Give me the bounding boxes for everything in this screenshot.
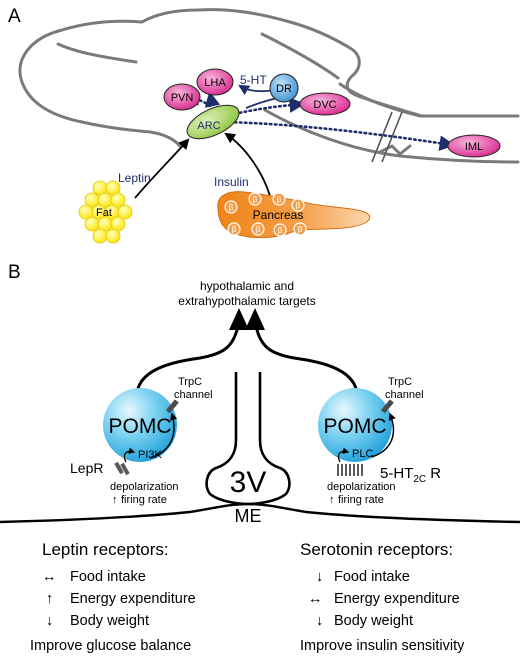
region-dr: DR <box>269 73 299 103</box>
break-marks <box>371 111 403 163</box>
pomc-right-label: POMC <box>324 415 387 438</box>
region-arc: ARC <box>186 104 240 140</box>
trpc-channel-right-icon <box>380 399 394 414</box>
effect-arrow: ↓ <box>316 613 323 629</box>
serotonin-receptor-label: 5-HT2C R <box>380 465 441 485</box>
region-pvn-label: PVN <box>171 92 194 104</box>
firing-up-arrow-right: ↑ <box>329 494 335 506</box>
region-dr-label: DR <box>276 83 292 95</box>
target-arrowheads <box>229 308 265 330</box>
firing-rate-right: firing rate <box>338 494 384 506</box>
serotonin-receptor-icon <box>337 464 363 476</box>
targets-line2: extrahypothalamic targets <box>178 294 315 308</box>
trpc-channel-left-icon <box>165 399 179 414</box>
median-eminence-label: ME <box>235 506 262 526</box>
beta-symbol: β <box>256 225 261 234</box>
insulin-arrow <box>224 132 271 197</box>
pomc-left-label: POMC <box>109 415 172 438</box>
trpc-right-line1: TrpC <box>388 376 412 388</box>
serotonin-conclusion: Improve insulin sensitivity <box>300 638 465 654</box>
beta-symbol: β <box>232 225 237 234</box>
firing-up-arrow-left: ↑ <box>112 494 118 506</box>
leptin-conclusion: Improve glucose balance <box>30 638 191 654</box>
pi3k-label: PI3K <box>138 449 163 461</box>
leptin-receptors-heading: Leptin receptors: <box>42 540 169 559</box>
beta-symbol: β <box>296 201 301 210</box>
axon-paths <box>135 319 359 394</box>
fat-label: Fat <box>96 207 112 219</box>
effect-arrow: ↑ <box>46 591 53 607</box>
ventricle-label: 3V <box>230 466 267 499</box>
beta-symbol: β <box>298 225 303 234</box>
effect-arrow: ↔ <box>308 591 323 607</box>
effect-text: Food intake <box>334 569 410 585</box>
trpc-right-line2: channel <box>385 389 424 401</box>
effect-arrow: ↓ <box>316 569 323 585</box>
panel-b-letter: B <box>8 262 21 283</box>
lepr-receptor-icon <box>114 461 130 476</box>
region-dvc: DVC <box>299 92 351 116</box>
effect-arrow: ↔ <box>42 569 57 585</box>
plc-signal-arrow-right <box>371 412 396 458</box>
receptor-activation-arrow-right <box>337 447 350 463</box>
beta-symbol: β <box>253 195 258 204</box>
region-lha-label: LHA <box>204 77 226 89</box>
beta-labels: β β β β β β β β <box>229 195 303 235</box>
beta-symbol: β <box>229 203 234 212</box>
lepr-label: LepR <box>70 460 103 476</box>
brain-outline <box>18 8 520 164</box>
targets-line1: hypothalamic and <box>200 279 294 293</box>
effect-text: Food intake <box>70 569 146 585</box>
effect-text: Body weight <box>334 613 413 629</box>
trpc-left-line2: channel <box>174 389 213 401</box>
serotonin-effects-list: ↓ Food intake ↔ Energy expenditure ↓ Bod… <box>308 569 460 629</box>
beta-symbol: β <box>278 226 283 235</box>
firing-rate-left: firing rate <box>121 494 167 506</box>
beta-cells <box>224 192 307 237</box>
base-line <box>0 502 520 524</box>
pi3k-signal-arrow-left <box>149 412 178 459</box>
insulin-label: Insulin <box>214 175 249 189</box>
effect-text: Body weight <box>70 613 149 629</box>
trpc-left-line1: TrpC <box>178 376 202 388</box>
region-iml-label: IML <box>465 141 483 153</box>
panel-a-letter: A <box>8 6 21 27</box>
pomc-neuron-left: POMC <box>103 388 177 462</box>
depolarization-left: depolarization <box>110 481 179 493</box>
receptor-activation-arrow-left <box>123 447 136 463</box>
region-dvc-label: DVC <box>313 99 336 111</box>
fat-cluster <box>78 180 133 244</box>
region-pvn: PVN <box>163 83 201 111</box>
pomc-neuron-right: POMC <box>318 388 392 462</box>
leptin-arrow <box>134 138 190 199</box>
effect-arrow: ↓ <box>46 613 53 629</box>
pancreas-label: Pancreas <box>253 208 304 222</box>
signal-5ht-label: 5-HT <box>240 73 267 87</box>
region-arc-label: ARC <box>197 120 220 132</box>
leptin-label: Leptin <box>118 171 151 185</box>
plc-label: PLC <box>352 448 373 460</box>
serotonin-receptors-heading: Serotonin receptors: <box>300 540 453 559</box>
region-iml: IML <box>447 134 501 158</box>
region-lha: LHA <box>196 68 234 96</box>
effect-text: Energy expenditure <box>334 591 460 607</box>
beta-symbol: β <box>277 195 282 204</box>
effect-text: Energy expenditure <box>70 591 196 607</box>
leptin-effects-list: ↔ Food intake ↑ Energy expenditure ↓ Bod… <box>42 569 196 629</box>
depolarization-right: depolarization <box>327 481 396 493</box>
